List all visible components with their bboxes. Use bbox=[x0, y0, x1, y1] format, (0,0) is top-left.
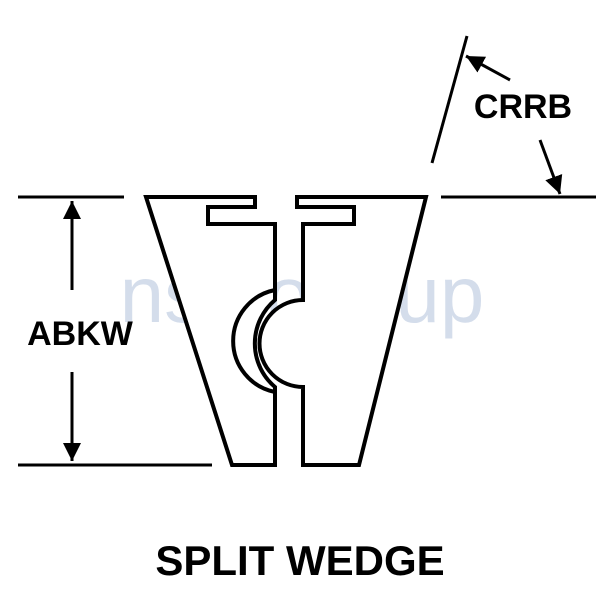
angle-arrow-lower bbox=[538, 139, 563, 195]
angle-dimension-label: CRRB bbox=[474, 88, 572, 126]
height-dimension-label: ABKW bbox=[27, 315, 134, 353]
angle-arrow-upper bbox=[465, 54, 511, 82]
angle-dimension bbox=[465, 54, 563, 195]
angle-side-line bbox=[430, 35, 469, 164]
split-wedge-part bbox=[143, 195, 429, 467]
extension-lines bbox=[18, 35, 596, 467]
wedge-right-half bbox=[257, 195, 429, 467]
wedge-left-half bbox=[143, 195, 277, 467]
wedge-bore-arc bbox=[231, 288, 276, 394]
diagram-title: SPLIT WEDGE bbox=[155, 537, 444, 584]
